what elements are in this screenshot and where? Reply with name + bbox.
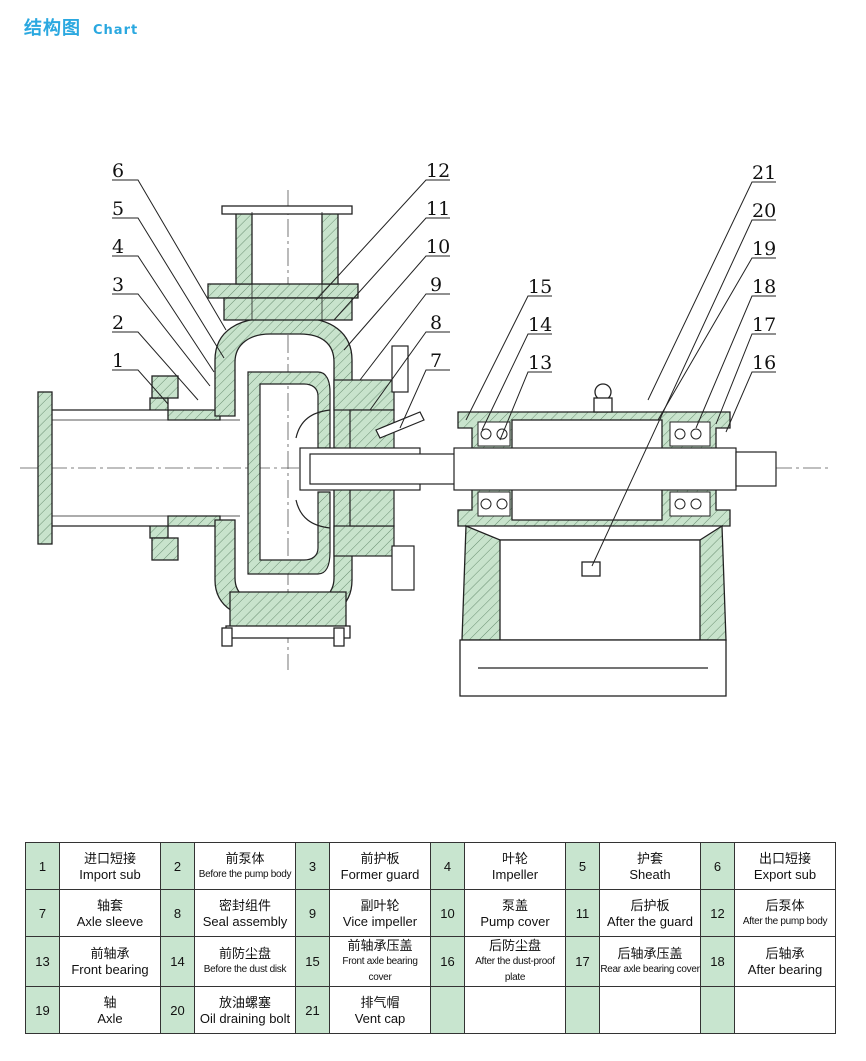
callout-1: 1 — [112, 350, 124, 372]
empty-cell — [464, 986, 566, 1034]
part-number: 18 — [700, 936, 735, 987]
callout-18: 18 — [752, 276, 776, 298]
bearings — [477, 421, 711, 517]
callout-4: 4 — [112, 236, 124, 258]
callout-7: 7 — [430, 350, 442, 372]
shaft — [309, 447, 777, 491]
empty-cell — [599, 986, 701, 1034]
callout-16: 16 — [752, 352, 776, 374]
callout-5: 5 — [112, 198, 124, 220]
callout-3: 3 — [112, 274, 124, 296]
title-english: Chart — [93, 23, 139, 38]
part-number: 21 — [295, 986, 330, 1034]
callout-13: 13 — [528, 352, 552, 374]
callout-11: 11 — [426, 198, 450, 220]
part-number: 17 — [565, 936, 600, 987]
part-number: 13 — [25, 936, 60, 987]
part-number: 20 — [160, 986, 195, 1034]
part-number: 7 — [25, 889, 60, 937]
part-number: 11 — [565, 889, 600, 937]
callout-labels: 6 5 4 3 2 1 12 11 10 9 8 7 15 14 13 21 2… — [112, 160, 776, 374]
callout-19: 19 — [752, 238, 776, 260]
part-number: 3 — [295, 842, 330, 890]
empty-cell — [430, 986, 465, 1034]
part-number: 14 — [160, 936, 195, 987]
pump-section-drawing: 6 5 4 3 2 1 12 11 10 9 8 7 15 14 13 21 2… — [20, 160, 832, 697]
callout-9: 9 — [430, 274, 442, 296]
part-number: 2 — [160, 842, 195, 890]
callout-20: 20 — [752, 200, 776, 222]
callout-15: 15 — [528, 276, 552, 298]
title-chinese: 结构图 — [24, 18, 81, 39]
empty-cell — [565, 986, 600, 1034]
part-number: 19 — [25, 986, 60, 1034]
part-number: 1 — [25, 842, 60, 890]
callout-14: 14 — [528, 314, 552, 336]
part-number: 16 — [430, 936, 465, 987]
empty-cell — [700, 986, 735, 1034]
callout-12: 12 — [426, 160, 450, 182]
empty-cell — [734, 986, 836, 1034]
page-title: 结构图 Chart — [24, 14, 138, 40]
import-sub — [37, 375, 240, 561]
export-sub — [207, 205, 359, 321]
part-number: 4 — [430, 842, 465, 890]
part-number: 5 — [565, 842, 600, 890]
callout-17: 17 — [752, 314, 776, 336]
leader-lines — [112, 179, 776, 567]
callout-21: 21 — [752, 162, 776, 184]
callout-10: 10 — [426, 236, 450, 258]
pump-casing — [214, 317, 353, 647]
part-number: 9 — [295, 889, 330, 937]
part-number: 6 — [700, 842, 735, 890]
part-number: 10 — [430, 889, 465, 937]
part-number: 15 — [295, 936, 330, 987]
callout-6: 6 — [112, 160, 124, 182]
impeller — [247, 371, 331, 575]
callout-8: 8 — [430, 312, 442, 334]
part-number: 12 — [700, 889, 735, 937]
part-number: 8 — [160, 889, 195, 937]
callout-2: 2 — [112, 312, 124, 334]
